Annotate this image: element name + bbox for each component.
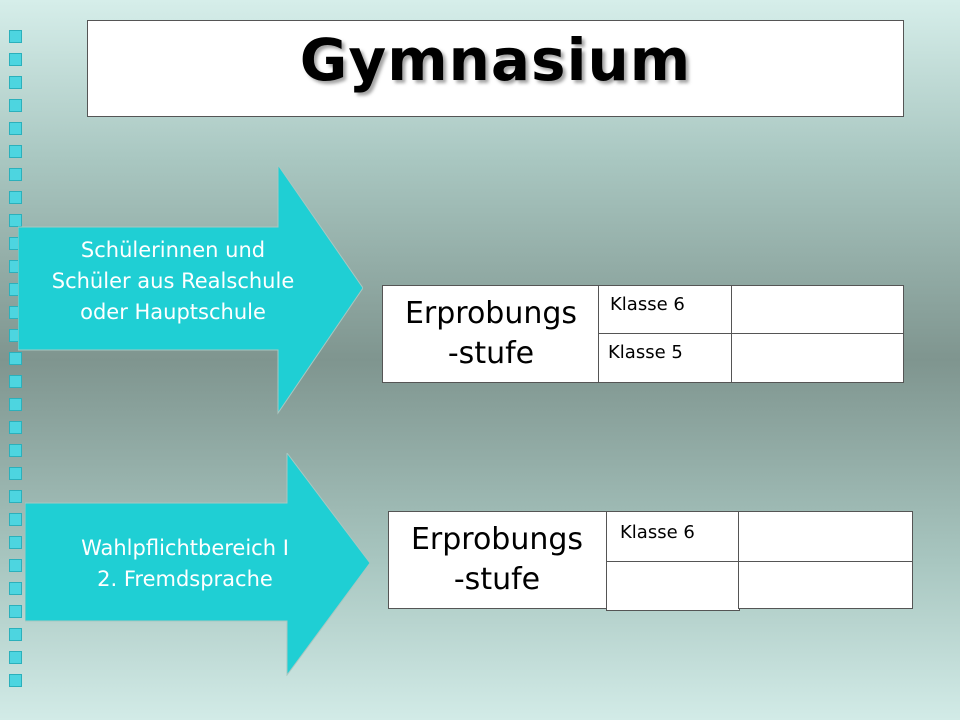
arrow-line: oder Hauptschule <box>80 300 266 324</box>
grade-label: Klasse 6 <box>610 294 685 315</box>
erprobungsstufe-label-1: Erprobungs -stufe <box>382 285 600 383</box>
arrow-shape-realschule: Schülerinnen und Schüler aus Realschule … <box>18 165 363 415</box>
box-line: -stufe <box>453 562 541 597</box>
arrow-line: Schüler aus Realschule <box>51 269 295 293</box>
grade-cell-klasse-6: Klasse 6 <box>606 511 740 563</box>
empty-grade-cell <box>606 561 740 611</box>
box-line: -stufe <box>447 336 535 371</box>
arrow-right-icon <box>18 165 363 415</box>
decorative-square-strip <box>9 30 23 700</box>
grade-label: Klasse 5 <box>608 342 683 363</box>
arrow-line: Schülerinnen und <box>80 238 266 262</box>
box-line: Erprobungs <box>410 522 584 557</box>
arrow-text-wahlpflicht: Wahlpflichtbereich I 2. Fremdsprache <box>25 533 345 595</box>
grade-label: Klasse 6 <box>620 522 695 543</box>
empty-cell <box>731 285 904 335</box>
arrow-line: 2. Fremdsprache <box>97 567 273 591</box>
arrow-line: Wahlpflichtbereich I <box>81 536 289 560</box>
arrow-shape-wahlpflicht: Wahlpflichtbereich I 2. Fremdsprache <box>25 453 370 676</box>
page-title: Gymnasium <box>299 25 692 94</box>
empty-cell <box>738 561 913 609</box>
box-line: Erprobungs <box>404 296 578 331</box>
title-box: Gymnasium <box>87 20 904 117</box>
empty-cell <box>738 511 913 563</box>
arrow-right-icon <box>25 453 370 676</box>
erprobungsstufe-label-2: Erprobungs -stufe <box>388 511 606 609</box>
empty-cell <box>731 333 904 383</box>
grade-cell-klasse-5: Klasse 5 <box>598 333 733 383</box>
arrow-text-realschule: Schülerinnen und Schüler aus Realschule … <box>18 235 328 328</box>
grade-cell-klasse-6: Klasse 6 <box>598 285 733 335</box>
